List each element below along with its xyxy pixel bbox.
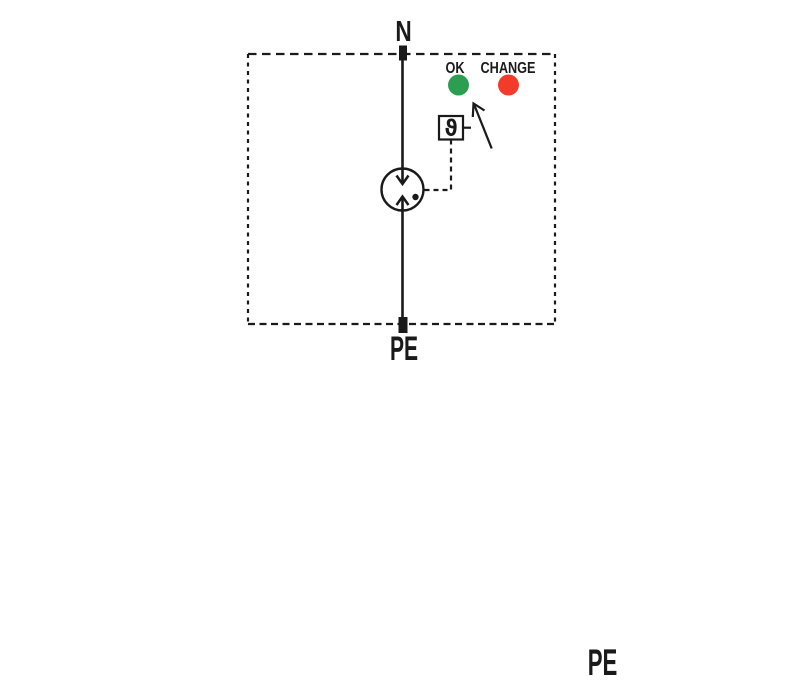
trigger-dot-icon [412, 193, 419, 201]
arrow-shaft [473, 105, 493, 149]
corner-pe-label: PE [588, 642, 618, 681]
ok-led-icon [448, 74, 469, 96]
actuation-arrow-icon [471, 101, 493, 149]
theta-symbol: ϑ [444, 116, 457, 141]
terminal-pe [398, 317, 408, 333]
terminal-label-pe: PE [390, 329, 418, 367]
ok-label: OK [445, 60, 465, 77]
terminal-label-n: N [395, 14, 411, 47]
change-led-icon [498, 74, 519, 96]
thermal-disconnect-icon: ϑ [437, 114, 471, 141]
monitoring-link-dashed [424, 139, 453, 192]
arrow-head [471, 101, 486, 118]
terminal-n [399, 45, 407, 61]
arrow-down-icon [395, 174, 410, 187]
change-label: CHANGE [480, 60, 535, 77]
arrow-up-icon [395, 194, 410, 206]
